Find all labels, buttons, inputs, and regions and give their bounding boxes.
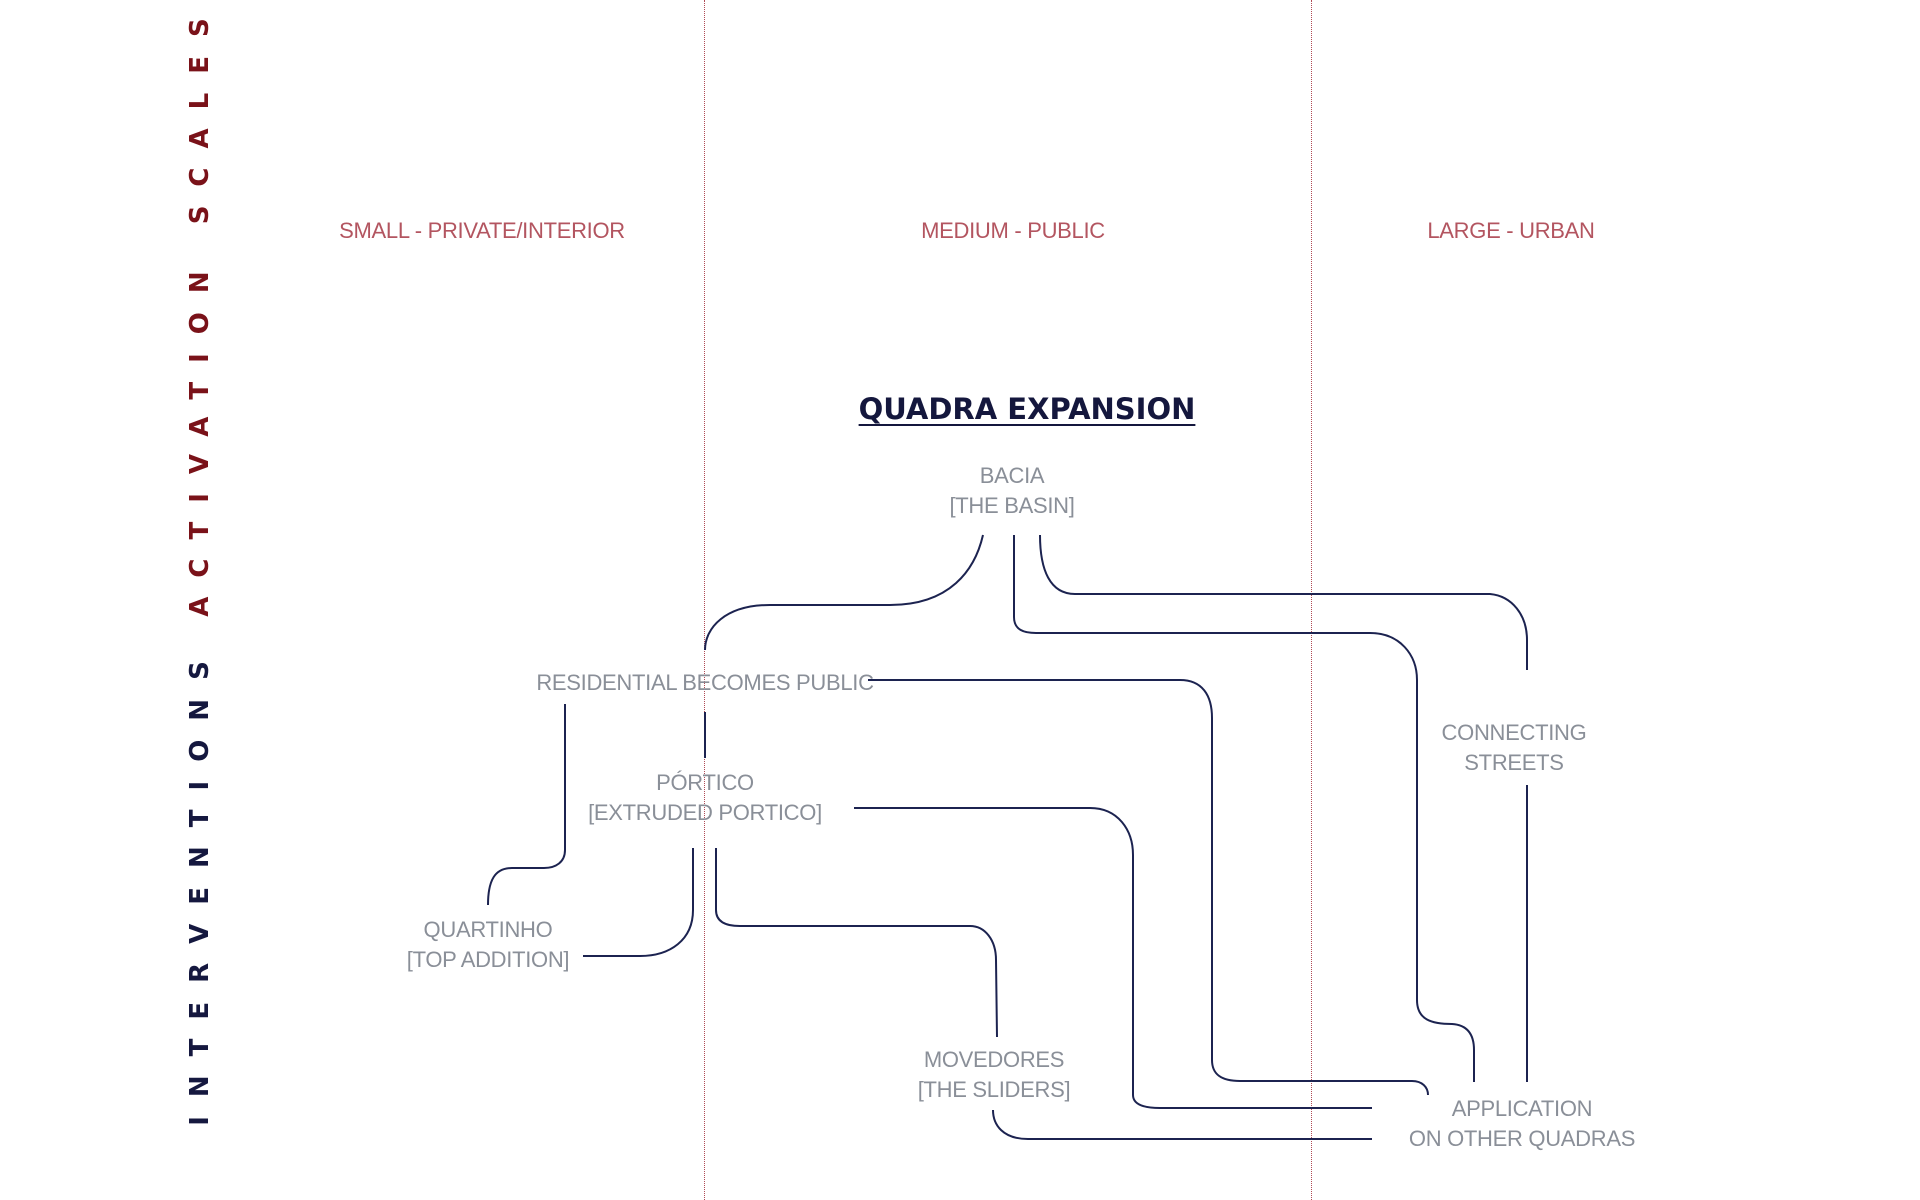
scale-divider-medium-large <box>1311 0 1312 1200</box>
node-bacia: BACIA [THE BASIN] <box>949 461 1074 521</box>
node-connecting-streets: CONNECTING STREETS <box>1442 718 1587 778</box>
scale-divider-small-medium <box>704 0 705 1200</box>
connector-bacia-connecting <box>1039 534 1528 670</box>
node-portico-subtitle: [EXTRUDED PORTICO] <box>588 800 822 825</box>
scale-header-medium: MEDIUM - PUBLIC <box>921 218 1105 243</box>
connector-movedores-application <box>992 1109 1372 1140</box>
node-quartinho-name: QUARTINHO <box>423 917 553 942</box>
node-movedores-name: MOVEDORES <box>923 1047 1065 1072</box>
node-residential: RESIDENTIAL BECOMES PUBLIC <box>536 668 874 698</box>
scale-header-small: SMALL - PRIVATE/INTERIOR <box>339 218 625 243</box>
diagram-title: QUADRA EXPANSION <box>858 392 1196 426</box>
node-application-subtitle: ON OTHER QUADRAS <box>1408 1126 1636 1151</box>
node-portico-name: PÓRTICO <box>656 770 754 795</box>
connector-portico-quartinho <box>583 848 694 957</box>
node-movedores: MOVEDORES [THE SLIDERS] <box>918 1045 1071 1105</box>
scale-header-large: LARGE - URBAN <box>1427 218 1595 243</box>
node-portico: PÓRTICO [EXTRUDED PORTICO] <box>588 768 822 828</box>
node-application-name: APPLICATION <box>1451 1096 1593 1121</box>
connector-portico-application <box>854 807 1372 1109</box>
node-quartinho-subtitle: [TOP ADDITION] <box>406 947 570 972</box>
node-quartinho: QUARTINHO [TOP ADDITION] <box>406 915 570 975</box>
node-bacia-name: BACIA <box>979 463 1045 488</box>
node-connecting-name: CONNECTING <box>1441 720 1587 745</box>
connector-residential-application <box>868 679 1429 1096</box>
connector-portico-movedores <box>715 848 998 1038</box>
node-connecting-subtitle: STREETS <box>1464 750 1564 775</box>
node-residential-name: RESIDENTIAL BECOMES PUBLIC <box>536 670 874 695</box>
node-application: APPLICATION ON OTHER QUADRAS <box>1408 1094 1636 1154</box>
node-bacia-subtitle: [THE BASIN] <box>949 493 1075 518</box>
connector-residential-quartinho <box>487 704 566 906</box>
connector-bacia-application <box>1013 535 1475 1082</box>
connector-bacia-residential <box>704 534 984 651</box>
node-movedores-subtitle: [THE SLIDERS] <box>917 1077 1071 1102</box>
